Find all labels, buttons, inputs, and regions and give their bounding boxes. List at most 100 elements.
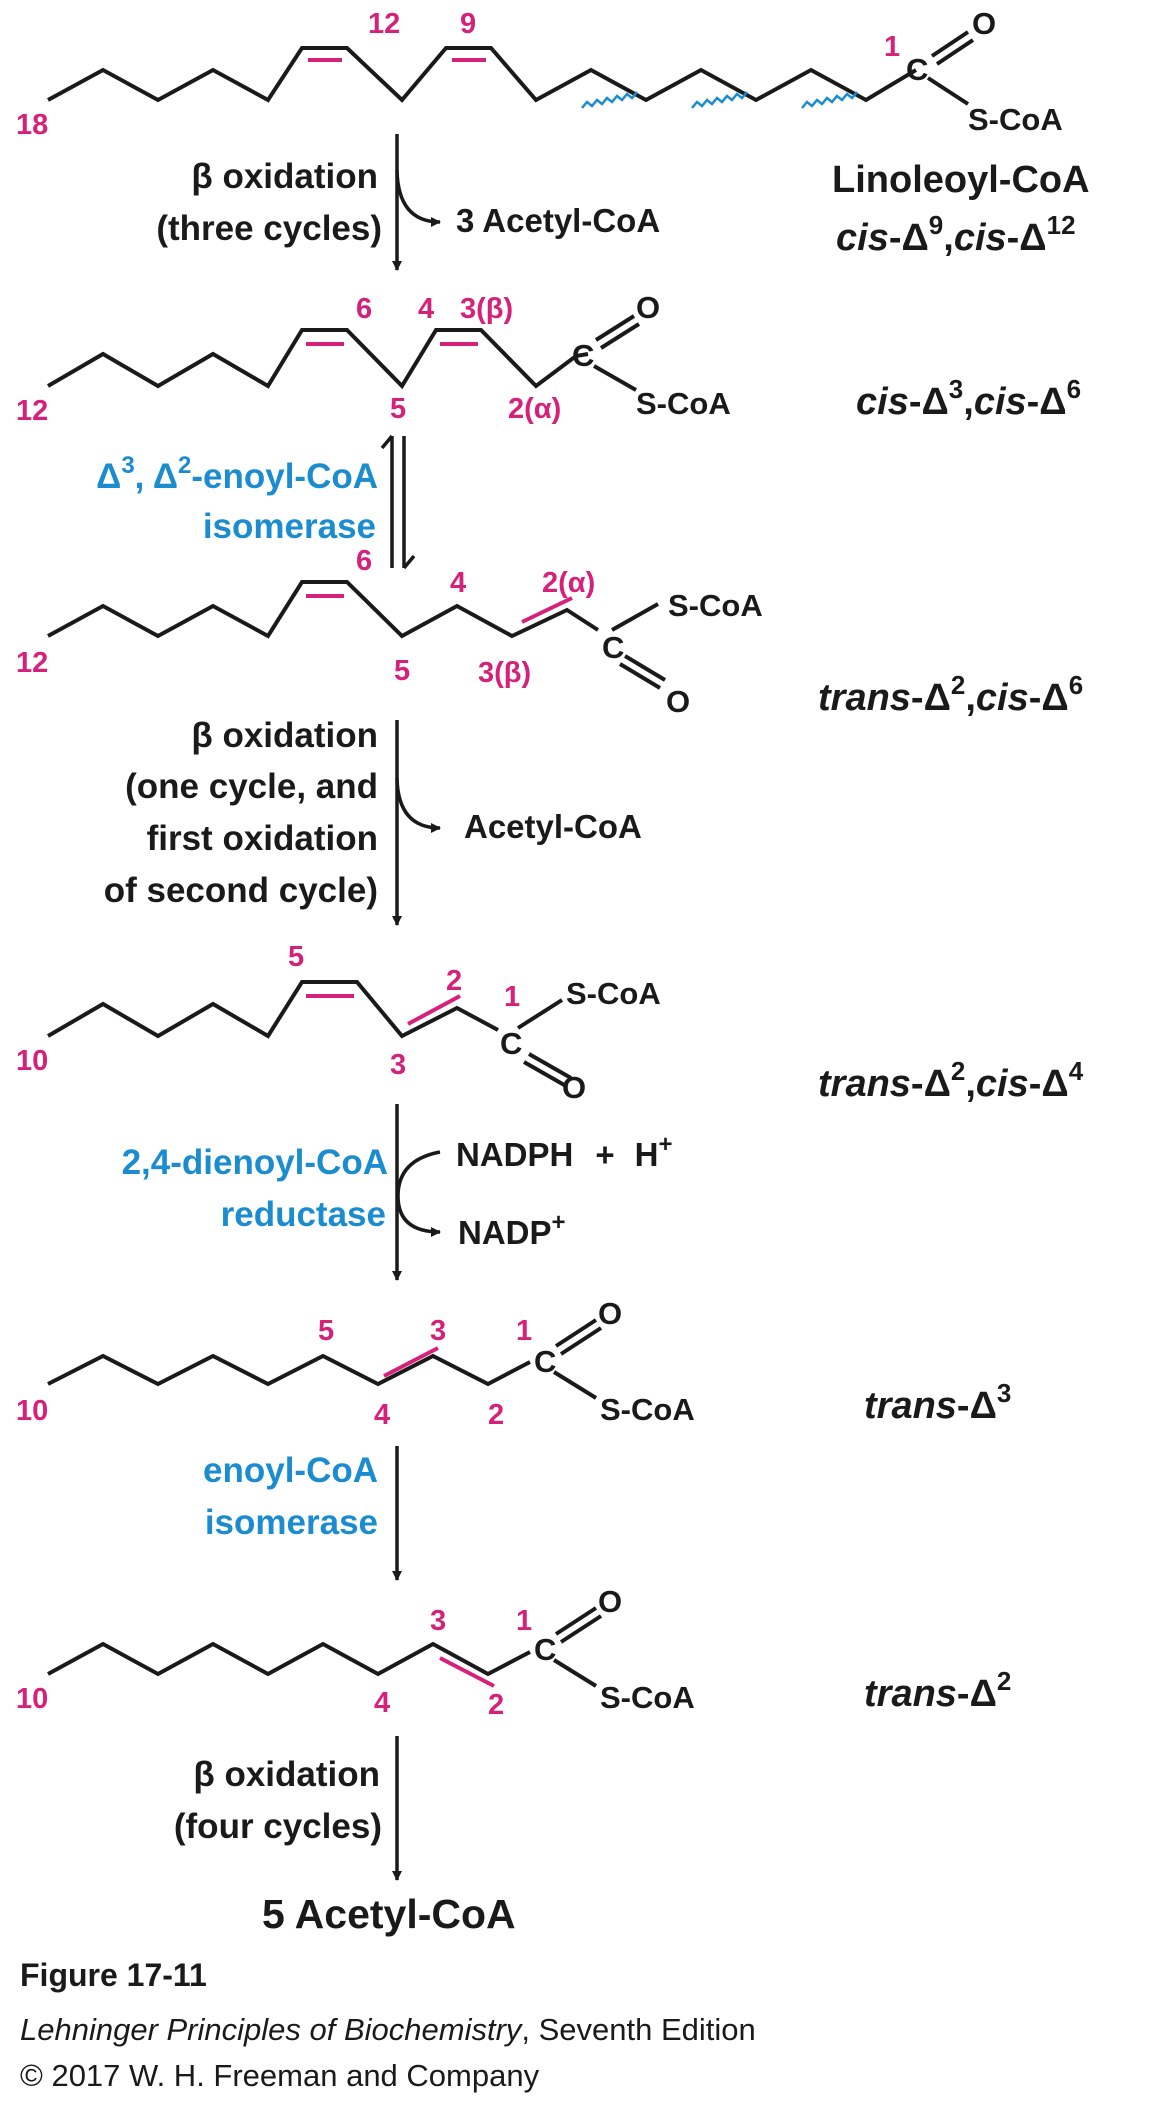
carbon-label-4: 4 (374, 1687, 390, 1719)
step-beta-oxidation-one-cycle: β oxidation (one cycle, and first oxidat… (104, 716, 642, 926)
molecule-trans2: 10 3 1 4 2 C O S-CoA trans-Δ2 (16, 1584, 1011, 1721)
step-label-line3: first oxidation (147, 819, 378, 858)
carbonyl-bond (594, 314, 636, 342)
step-label-line1: β oxidation (191, 157, 378, 196)
enzyme-label-line2: reductase (221, 1195, 386, 1234)
carbon-chain (47, 46, 918, 103)
carbon-label-2-alpha: 2(α) (508, 393, 561, 425)
cofactor-arrow (396, 1150, 441, 1237)
enzyme-label-line1: Δ3, Δ2-enoyl-CoA (96, 452, 378, 496)
step-label-line2: (one cycle, and (125, 767, 378, 806)
carbon-label-10: 10 (16, 1395, 48, 1427)
enzyme-label-line1: 2,4-dienoyl-CoA (122, 1143, 388, 1182)
double-bond-c2 (439, 1656, 495, 1688)
carbonyl-oxygen: O (562, 1070, 586, 1105)
step-enoyl-coa-isomerase-3-2: Δ3, Δ2-enoyl-CoA isomerase (96, 434, 416, 570)
carbon-label-5: 5 (288, 941, 304, 973)
carbonyl-bond (554, 1318, 598, 1348)
carbonyl-bond (523, 1060, 567, 1088)
enzyme-label-line1: enoyl-CoA (203, 1451, 378, 1490)
step-label-line1: β oxidation (191, 716, 378, 755)
step-enoyl-coa-isomerase: enoyl-CoA isomerase (203, 1446, 402, 1581)
carbonyl-carbon: C (572, 338, 594, 373)
molecule-linoleoyl-coa: 18 12 9 1 C O S-CoA Linoleoyl-CoA cis-Δ9… (16, 6, 1090, 259)
carbon-label-5: 5 (390, 393, 406, 425)
carbon-label-3: 3 (430, 1315, 446, 1347)
carbon-label-12: 12 (368, 8, 400, 40)
side-product-label: 3 Acetyl-CoA (456, 202, 660, 239)
carbon-label-3-beta: 3(β) (460, 293, 513, 325)
carbon-chain (46, 980, 499, 1039)
side-product-arrow (395, 169, 441, 227)
carbon-label-3: 3 (390, 1049, 406, 1081)
cleavage-mark-2 (691, 91, 748, 109)
thioester-bond (552, 1658, 598, 1688)
double-bond-c2 (521, 596, 573, 624)
carbon-label-18: 18 (16, 109, 48, 141)
carbonyl-oxygen: O (598, 1296, 622, 1331)
thioester-label: S-CoA (566, 976, 661, 1011)
molecule-trans3: 10 5 3 1 4 2 C O S-CoA trans-Δ3 (16, 1296, 1011, 1431)
carbon-label-6: 6 (356, 545, 372, 577)
carbon-label-1: 1 (516, 1315, 532, 1347)
carbon-label-12: 12 (16, 395, 48, 427)
copyright-notice: © 2017 W. H. Freeman and Company (20, 2058, 540, 2093)
side-product-arrow (395, 777, 441, 833)
carbon-label-3: 3 (430, 1605, 446, 1637)
double-bond-c2 (407, 994, 461, 1026)
carbonyl-carbon: C (500, 1026, 522, 1061)
cleavage-mark-1 (581, 91, 638, 109)
thioester-label: S-CoA (600, 1680, 695, 1715)
thioester-label: S-CoA (668, 588, 763, 623)
carbon-label-12: 12 (16, 647, 48, 679)
molecule-trans2-cis6: 12 6 4 2(α) 5 3(β) C S-CoA O trans-Δ2,ci… (16, 545, 1083, 719)
thioester-bond (926, 76, 970, 106)
step-label-line2: (four cycles) (174, 1807, 382, 1846)
book-citation: Lehninger Principles of Biochemistry, Se… (20, 2012, 756, 2047)
thioester-bond (611, 602, 659, 632)
carbon-chain (46, 328, 589, 390)
molecule-descriptor: trans-Δ2,cis-Δ6 (818, 670, 1083, 719)
carbonyl-oxygen: O (972, 6, 996, 41)
thioester-bond (593, 364, 637, 392)
carbon-label-4: 4 (450, 567, 466, 599)
carbonyl-carbon: C (534, 1344, 556, 1379)
carbon-label-4: 4 (418, 293, 434, 325)
carbon-label-2: 2 (488, 1689, 504, 1721)
step-label-line4: of second cycle) (104, 871, 378, 910)
carbon-label-5: 5 (318, 1315, 334, 1347)
molecule-descriptor: cis-Δ9,cis-Δ12 (836, 210, 1076, 259)
carbonyl-carbon: C (534, 1632, 556, 1667)
double-bond-c3 (383, 1346, 439, 1378)
carbonyl-bond (554, 1606, 598, 1636)
carbon-label-2: 2 (488, 1399, 504, 1431)
thioester-bond (552, 1370, 598, 1400)
step-beta-oxidation-four-cycles: β oxidation (four cycles) (174, 1736, 402, 1881)
molecule-descriptor: trans-Δ2 (864, 1666, 1011, 1715)
carbon-label-4: 4 (374, 1399, 390, 1431)
molecule-cis3-cis6: 12 6 4 3(β) 5 2(α) C O S-CoA cis-Δ3,cis-… (16, 290, 1081, 427)
molecule-name: Linoleoyl-CoA (832, 159, 1090, 201)
carbon-label-10: 10 (16, 1045, 48, 1077)
step-beta-oxidation-three-cycles: β oxidation (three cycles) 3 Acetyl-CoA (156, 134, 660, 271)
carbon-label-6: 6 (356, 293, 372, 325)
carbonyl-oxygen: O (598, 1584, 622, 1619)
enzyme-label-line2: isomerase (203, 507, 376, 546)
carbon-label-1: 1 (504, 981, 520, 1013)
carbon-label-2: 2 (446, 965, 462, 997)
step-label-line1: β oxidation (193, 1755, 380, 1794)
cofactor-output: NADP+ (458, 1209, 566, 1251)
step-dienoyl-coa-reductase: 2,4-dienoyl-CoA reductase NADPH+H+ NADP+ (122, 1104, 672, 1281)
carbon-label-1: 1 (516, 1605, 532, 1637)
carbonyl-bond (618, 662, 662, 690)
enzyme-label-line2: isomerase (205, 1503, 378, 1542)
figure-caption: Figure 17-11 Lehninger Principles of Bio… (20, 1957, 756, 2093)
thioester-bond (516, 998, 564, 1030)
carbonyl-oxygen: O (666, 684, 690, 719)
cofactor-input: NADPH+H+ (456, 1131, 672, 1173)
molecule-trans2-cis4: 10 5 2 1 3 C S-CoA O trans-Δ2,cis-Δ4 (16, 941, 1084, 1105)
side-product-label: Acetyl-CoA (464, 808, 642, 845)
carbon-label-10: 10 (16, 1683, 48, 1715)
carbonyl-oxygen: O (636, 290, 660, 325)
